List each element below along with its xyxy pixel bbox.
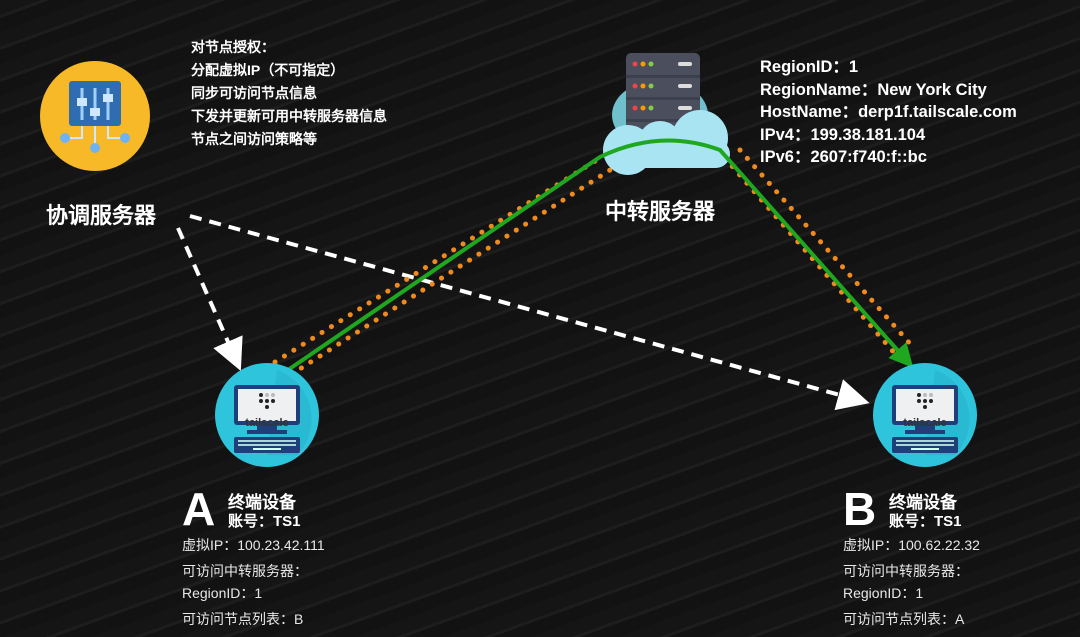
relay-region-name: RegionName：New York City xyxy=(760,80,987,99)
relay-label: 中转服务器 xyxy=(605,199,716,224)
relay-hostname: HostName：derp1f.tailscale.com xyxy=(760,103,1017,121)
coordinator-icon xyxy=(40,61,150,171)
device-letter: B xyxy=(843,483,877,535)
relay-server-icon xyxy=(603,53,730,175)
duty-item: 分配虚拟IP（不可指定） xyxy=(191,62,345,78)
device-region: RegionID：1 xyxy=(182,585,263,601)
device-relay-title: 可访问中转服务器： xyxy=(843,563,969,579)
device-letter: A xyxy=(182,483,216,535)
device-name: 终端设备 xyxy=(889,493,957,512)
device-relay-title: 可访问中转服务器： xyxy=(182,563,308,579)
relay-ipv4: IPv4：199.38.181.104 xyxy=(760,125,926,144)
device-region: RegionID：1 xyxy=(843,585,924,601)
relay-info: RegionID：1 RegionName：New York City Host… xyxy=(760,56,1017,169)
relay-dotted-path xyxy=(272,147,915,377)
device-peers: 可访问节点列表：A xyxy=(843,611,965,627)
relay-ipv6: IPv6：2607:f740:f::bc xyxy=(760,148,927,166)
duty-item: 下发并更新可用中转服务器信息 xyxy=(191,108,387,124)
device-name: 终端设备 xyxy=(228,493,296,512)
device-b-logo-text: tailscale xyxy=(903,417,946,429)
device-a-logo-text: tailscale xyxy=(245,417,288,429)
device-a-icon xyxy=(215,363,319,467)
duty-item: 节点之间访问策略等 xyxy=(191,131,317,147)
device-b-icon xyxy=(873,363,977,467)
duty-item: 同步可访问节点信息 xyxy=(191,85,317,101)
coordinator-duties: 对节点授权： 分配虚拟IP（不可指定） 同步可访问节点信息 下发并更新可用中转服… xyxy=(191,36,387,151)
device-account: 账号：TS1 xyxy=(228,513,301,530)
control-arrow-to-b xyxy=(189,214,870,411)
device-ip: 虚拟IP：100.23.42.111 xyxy=(182,537,325,553)
device-peers: 可访问节点列表：B xyxy=(182,611,304,627)
device-account: 账号：TS1 xyxy=(889,513,962,530)
control-arrow-to-a xyxy=(176,227,243,371)
device-ip: 虚拟IP：100.62.22.32 xyxy=(843,537,980,553)
coordinator-label: 协调服务器 xyxy=(46,203,157,228)
relay-region-id: RegionID：1 xyxy=(760,58,859,76)
duty-item: 对节点授权： xyxy=(191,39,275,55)
relay-traffic-path xyxy=(283,138,914,374)
